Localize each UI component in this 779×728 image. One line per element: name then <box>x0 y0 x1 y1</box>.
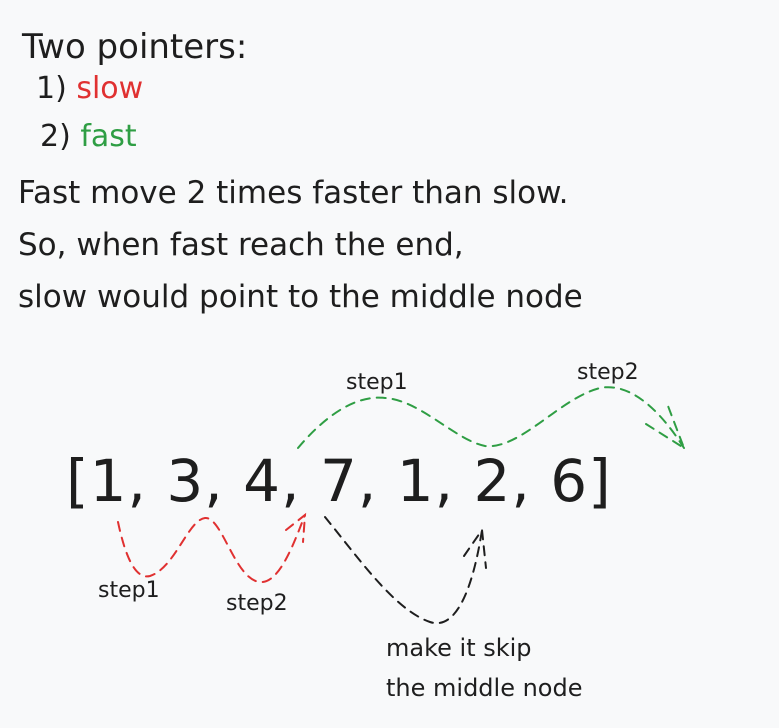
explanation-line: So, when fast reach the end, <box>18 227 464 263</box>
pointer-index: 2) <box>40 119 71 154</box>
slow-pointer-path <box>117 514 306 584</box>
explanation-line: Fast move 2 times faster than slow. <box>18 175 569 211</box>
skip-pointer-path <box>324 516 483 625</box>
pointer-index: 1) <box>36 71 67 106</box>
slow-step-label: step1 <box>98 578 160 603</box>
fast-step-label: step1 <box>346 370 408 395</box>
pointer-name-slow: slow <box>76 71 144 106</box>
array-literal: [1, 3, 4, 7, 1, 2, 6] <box>66 447 612 515</box>
fast-step-label: step2 <box>577 360 639 385</box>
slow-arrowhead <box>285 512 307 543</box>
pointer-item-fast: 2) fast <box>40 122 137 152</box>
pointer-name-fast: fast <box>80 119 137 154</box>
fast-pointer-path <box>297 386 685 449</box>
explanation-line: slow would point to the middle node <box>18 279 583 315</box>
heading: Two pointers: <box>22 27 248 67</box>
pointer-item-slow: 1) slow <box>36 74 143 104</box>
skip-arrowhead <box>463 527 487 569</box>
fast-arrowhead <box>645 405 687 451</box>
slow-step-label: step2 <box>226 591 288 616</box>
skip-note-line: the middle node <box>386 674 583 702</box>
skip-note-line: make it skip <box>386 634 532 662</box>
